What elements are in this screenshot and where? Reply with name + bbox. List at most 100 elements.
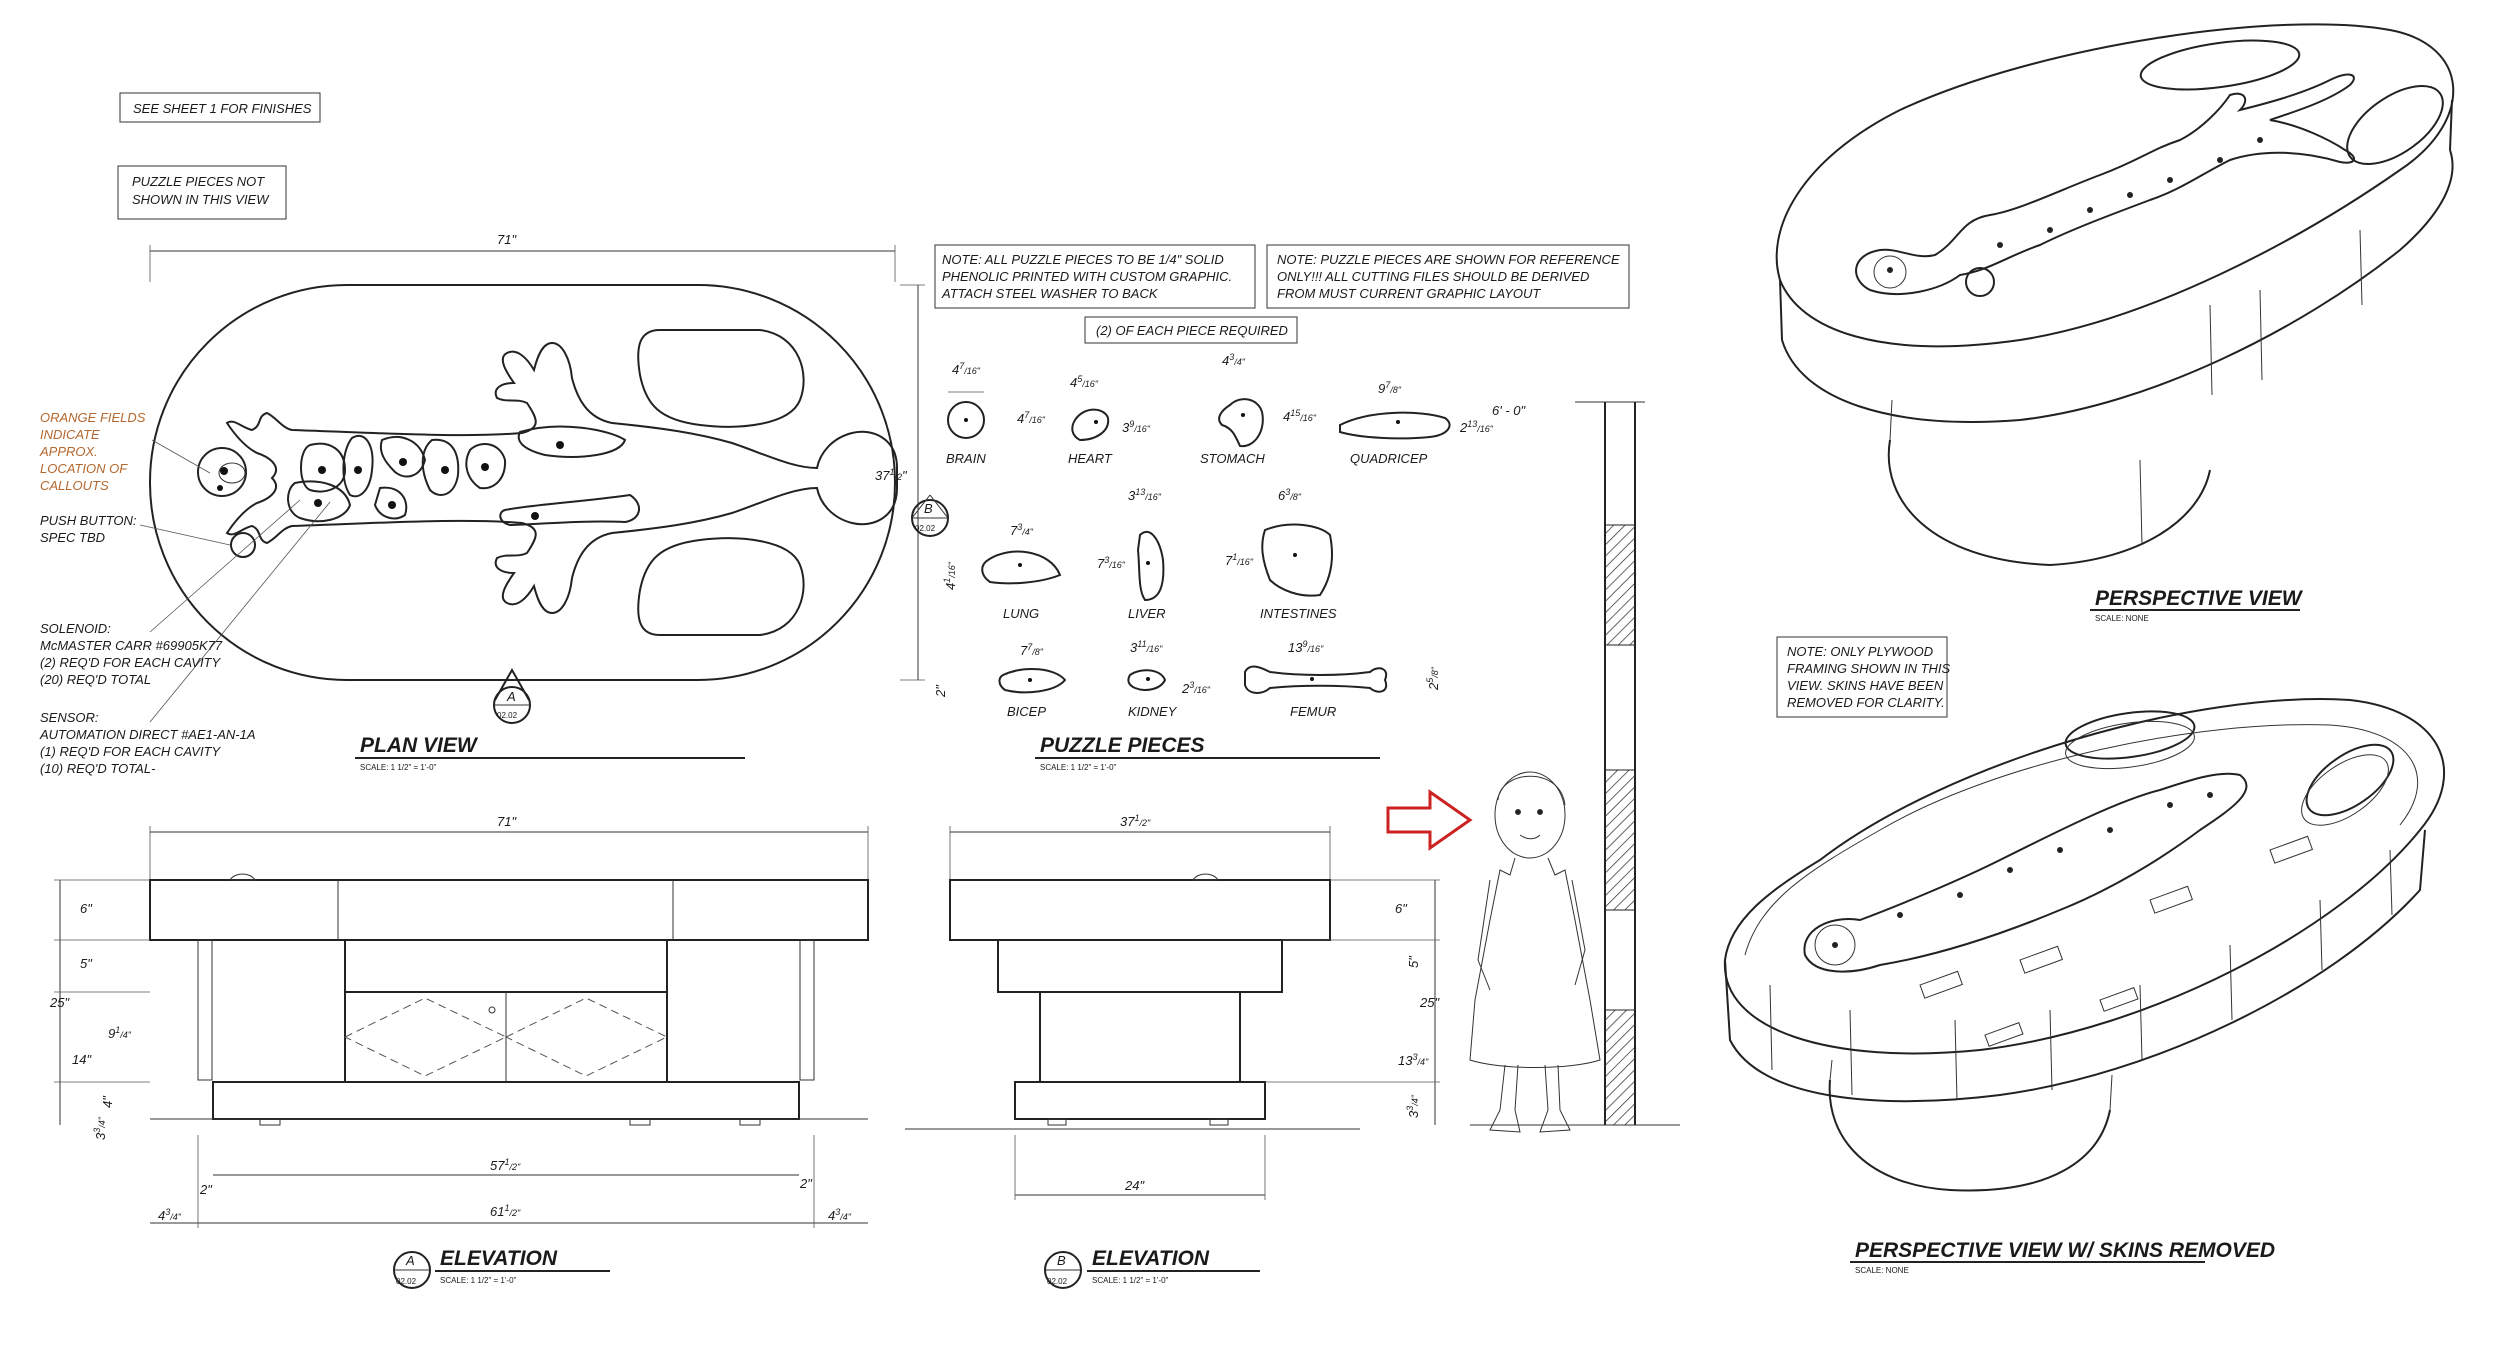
plywood-note-4: REMOVED FOR CLARITY.	[1787, 695, 1945, 710]
piece-lung: 73/4" 41/16" LUNG	[942, 522, 1062, 621]
svg-text:73/4": 73/4"	[1010, 522, 1034, 538]
persp-skins-scale: SCALE: NONE	[1855, 1266, 1909, 1275]
each-required-note: (2) OF EACH PIECE REQUIRED	[1084, 316, 1298, 344]
plan-callouts: ORANGE FIELDS INDICATE APPROX. LOCATION …	[39, 410, 256, 776]
persp-title: PERSPECTIVE VIEW	[2095, 587, 2304, 610]
section-mark-a: A 02.02	[493, 667, 531, 724]
orange-note-5: CALLOUTS	[40, 478, 109, 493]
elev-b-mark-letter: B	[1057, 1253, 1066, 1268]
perspective-view: PERSPECTIVE VIEW SCALE: NONE	[1775, 23, 2455, 623]
sensor-part: AUTOMATION DIRECT #AE1-AN-1A	[39, 727, 256, 742]
elev-b-twentyfive: 25"	[1419, 995, 1440, 1010]
solenoid-qty-each: (2) REQ'D FOR EACH CAVITY	[40, 655, 222, 670]
svg-text:2": 2"	[933, 684, 948, 698]
elev-b-scale: SCALE: 1 1/2" = 1'-0"	[1092, 1276, 1169, 1285]
elev-b-width-dim: 371/2"	[1120, 813, 1151, 829]
solenoid-qty-total: (20) REQ'D TOTAL	[40, 672, 151, 687]
svg-text:73/16": 73/16"	[1097, 555, 1126, 571]
svg-text:39/16": 39/16"	[1122, 419, 1151, 435]
puzzle-not-shown-line-2: SHOWN IN THIS VIEW	[132, 192, 270, 207]
sensor-qty-each: (1) REQ'D FOR EACH CAVITY	[40, 744, 222, 759]
svg-text:25/8": 25/8"	[1425, 666, 1441, 691]
height-indicator-arrow	[1386, 789, 1473, 851]
solenoid-label: SOLENOID:	[40, 621, 111, 636]
elev-b-three: 33/4"	[1405, 1094, 1421, 1118]
plan-view: 71" 371/2"	[139, 232, 925, 772]
piece-liver: 313/16" 73/16" LIVER	[1097, 487, 1166, 621]
persp-skins-title: PERSPECTIVE VIEW W/ SKINS REMOVED	[1855, 1239, 2275, 1262]
svg-text:43/4": 43/4"	[1222, 352, 1246, 368]
quadricep-label: QUADRICEP	[1350, 451, 1428, 466]
section-b-letter: B	[924, 501, 933, 516]
elev-a-three: 33/4"	[92, 1116, 108, 1140]
plan-width-dim: 71"	[497, 232, 517, 247]
elev-b-thirteen: 133/4"	[1398, 1052, 1429, 1068]
orange-note-2: INDICATE	[40, 427, 100, 442]
push-button-spec: SPEC TBD	[40, 530, 105, 545]
puzzle-pieces-title: PUZZLE PIECES	[1040, 734, 1205, 757]
orange-note-1: ORANGE FIELDS	[40, 410, 146, 425]
child-figure	[1469, 771, 1601, 1133]
finishes-note: SEE SHEET 1 FOR FINISHES	[119, 92, 321, 123]
svg-text:23/16": 23/16"	[1181, 680, 1211, 696]
intestines-label: INTESTINES	[1260, 606, 1337, 621]
svg-text:47/16": 47/16"	[952, 361, 981, 377]
elev-a-width-dim: 71"	[497, 814, 517, 829]
phenolic-note: NOTE: ALL PUZZLE PIECES TO BE 1/4" SOLID…	[934, 244, 1256, 309]
plan-view-scale: SCALE: 1 1/2" = 1'-0"	[360, 763, 437, 772]
svg-text:41/16": 41/16"	[942, 561, 958, 590]
plan-view-title: PLAN VIEW	[360, 734, 479, 757]
elev-a-mark-sheet: 02.02	[396, 1277, 417, 1286]
organ-cavities	[197, 425, 640, 527]
phenolic-note-1: NOTE: ALL PUZZLE PIECES TO BE 1/4" SOLID	[942, 252, 1224, 267]
phenolic-note-2: PHENOLIC PRINTED WITH CUSTOM GRAPHIC.	[942, 269, 1232, 284]
persp-scale: SCALE: NONE	[2095, 614, 2149, 623]
svg-text:313/16": 313/16"	[1128, 487, 1162, 503]
svg-text:97/8": 97/8"	[1378, 380, 1402, 396]
elev-a-fourteen: 14"	[72, 1052, 92, 1067]
elev-a-twentyfive: 25"	[49, 995, 70, 1010]
perspective-framing-view: PERSPECTIVE VIEW W/ SKINS REMOVED SCALE:…	[1723, 698, 2446, 1275]
elev-a-fiftyseven: 571/2"	[490, 1157, 521, 1173]
each-required-text: (2) OF EACH PIECE REQUIRED	[1096, 323, 1288, 338]
piece-bicep: 77/8" 2" BICEP	[933, 642, 1067, 719]
plan-depth-dim: 371/2"	[875, 467, 908, 483]
puzzle-not-shown-line-1: PUZZLE PIECES NOT	[132, 174, 265, 189]
plywood-note: NOTE: ONLY PLYWOOD FRAMING SHOWN IN THIS…	[1776, 636, 1951, 718]
finishes-note-text: SEE SHEET 1 FOR FINISHES	[133, 101, 312, 116]
svg-text:415/16": 415/16"	[1283, 408, 1317, 424]
orange-note-4: LOCATION OF	[40, 461, 128, 476]
svg-text:213/16": 213/16"	[1459, 419, 1494, 435]
puzzle-pieces: 47/16" 47/16" BRAIN 45/16" 39/16" HEART …	[911, 352, 1494, 772]
svg-text:311/16": 311/16"	[1130, 639, 1163, 655]
svg-text:63/8": 63/8"	[1278, 487, 1302, 503]
stomach-label: STOMACH	[1200, 451, 1265, 466]
elev-b-twentyfour: 24"	[1124, 1178, 1145, 1193]
top-right-cutout	[637, 329, 805, 428]
height-ref-label: 6' - 0"	[1492, 403, 1526, 418]
piece-kidney: 311/16" 23/16" KIDNEY	[1127, 639, 1211, 719]
bottom-right-cutout	[637, 537, 805, 636]
elev-b-six: 6"	[1395, 901, 1408, 916]
reference-note: NOTE: PUZZLE PIECES ARE SHOWN FOR REFERE…	[1266, 244, 1630, 309]
elev-a-nine: 91/4"	[108, 1025, 132, 1041]
elev-a-sixtyone: 611/2"	[490, 1203, 521, 1219]
plywood-note-1: NOTE: ONLY PLYWOOD	[1787, 644, 1933, 659]
plywood-note-3: VIEW. SKINS HAVE BEEN	[1787, 678, 1944, 693]
kidney-label: KIDNEY	[1128, 704, 1178, 719]
elevation-a: 71" 6" 5" 25" 91/4" 14" 4" 33/	[49, 814, 869, 1289]
elev-a-four: 4"	[100, 1095, 115, 1108]
elevation-b: 371/2" 6" 5" 25" 133/4" 33/4" 24" B 02.0…	[905, 813, 1440, 1289]
push-button	[230, 532, 256, 558]
puzzle-pieces-scale: SCALE: 1 1/2" = 1'-0"	[1040, 763, 1117, 772]
piece-brain: 47/16" 47/16" BRAIN	[946, 361, 1046, 466]
piece-quadricep: 97/8" 213/16" QUADRICEP	[1339, 380, 1494, 466]
piece-stomach: 43/4" 415/16" STOMACH	[1200, 352, 1317, 466]
section-a-letter: A	[506, 689, 516, 704]
reference-note-2: ONLY!!! ALL CUTTING FILES SHOULD BE DERI…	[1277, 269, 1589, 284]
heart-label: HEART	[1068, 451, 1113, 466]
plywood-note-2: FRAMING SHOWN IN THIS	[1787, 661, 1951, 676]
elev-a-six: 6"	[80, 901, 93, 916]
reference-note-1: NOTE: PUZZLE PIECES ARE SHOWN FOR REFERE…	[1277, 252, 1620, 267]
